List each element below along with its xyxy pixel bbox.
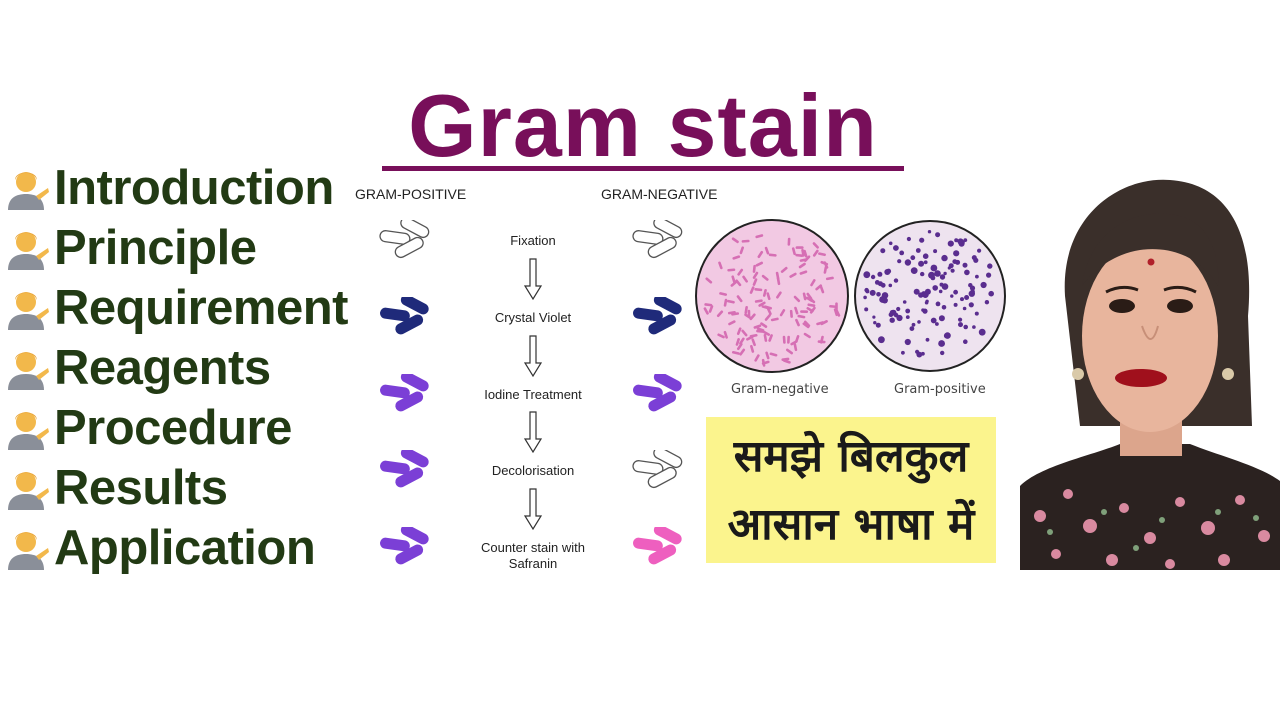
- gram-positive-heading: GRAM-POSITIVE: [355, 186, 467, 202]
- topic-label: Procedure: [54, 401, 292, 455]
- person-tipping-hand-icon: [8, 232, 49, 270]
- topic-label: Reagents: [54, 341, 271, 395]
- topic-label: Principle: [54, 221, 257, 275]
- step-iodine-treatment: Iodine Treatment: [484, 387, 582, 402]
- gram-negative-bacteria-5: [633, 527, 682, 565]
- presenter-photo: [1020, 176, 1280, 570]
- person-tipping-hand-icon: [8, 472, 49, 510]
- person-tipping-hand-icon: [8, 292, 49, 330]
- down-arrow-icon: [524, 411, 542, 453]
- topic-label: Introduction: [54, 161, 334, 215]
- step-counter-stain: Counter stain with Safranin: [480, 540, 586, 571]
- hindi-line-2: आसान भाषा में: [727, 499, 975, 550]
- gram-negative-heading: GRAM-NEGATIVE: [601, 186, 718, 202]
- gram-negative-caption: Gram-negative: [731, 382, 829, 397]
- topic-results: Results: [2, 458, 228, 518]
- gram-positive-bacteria-4: [380, 450, 429, 488]
- gram-negative-bacteria-1: [632, 220, 683, 259]
- topic-label: Results: [54, 461, 228, 515]
- person-tipping-hand-icon: [8, 172, 49, 210]
- hindi-line-1: समझे बिलकुल: [733, 431, 969, 482]
- step-decolorisation: Decolorisation: [491, 463, 575, 478]
- gram-negative-bacteria-2: [633, 297, 682, 335]
- gram-negative-micrograph: [695, 219, 849, 373]
- gram-positive-bacteria-2: [380, 297, 429, 335]
- title-underline: [382, 166, 904, 171]
- topic-label: Application: [54, 521, 316, 575]
- topic-reagents: Reagents: [2, 338, 271, 398]
- person-tipping-hand-icon: [8, 412, 49, 450]
- hindi-highlight-box: समझे बिलकुल आसान भाषा में: [706, 417, 996, 563]
- step-crystal-violet: Crystal Violet: [494, 310, 572, 325]
- gram-positive-bacteria-1: [379, 220, 430, 259]
- page-title: Gram stain: [408, 76, 878, 175]
- down-arrow-icon: [524, 335, 542, 377]
- down-arrow-icon: [524, 258, 542, 300]
- topic-principle: Principle: [2, 218, 257, 278]
- topic-requirement: Requirement: [2, 278, 349, 338]
- person-tipping-hand-icon: [8, 352, 49, 390]
- down-arrow-icon: [524, 488, 542, 530]
- gram-positive-bacteria-5: [380, 527, 429, 565]
- gram-negative-bacteria-4: [632, 450, 683, 489]
- gram-positive-bacteria-3: [380, 374, 429, 412]
- topic-application: Application: [2, 518, 316, 578]
- gram-positive-caption: Gram-positive: [894, 382, 986, 397]
- person-tipping-hand-icon: [8, 532, 49, 570]
- gram-negative-bacteria-3: [633, 374, 682, 412]
- gram-positive-micrograph: [854, 220, 1006, 372]
- topic-procedure: Procedure: [2, 398, 292, 458]
- step-fixation: Fixation: [510, 233, 556, 248]
- topic-label: Requirement: [54, 281, 349, 335]
- topic-introduction: Introduction: [2, 158, 334, 218]
